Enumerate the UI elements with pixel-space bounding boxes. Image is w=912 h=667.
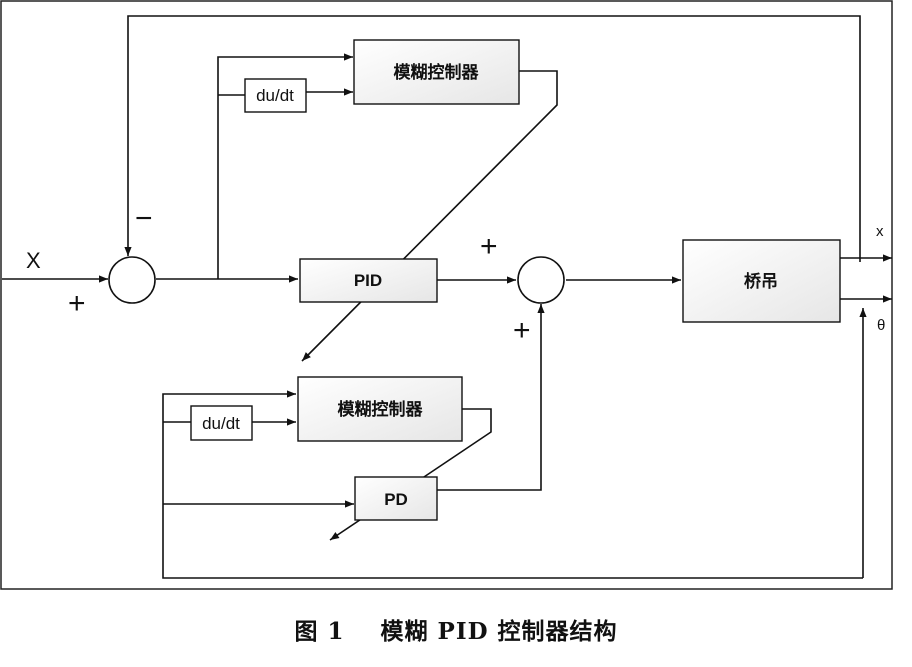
dudt-bottom-box — [190, 405, 253, 441]
crane-label: 桥吊 — [744, 272, 778, 291]
fuzzy-controller-bottom-label: 模糊控制器 — [338, 399, 424, 419]
figure-caption: 图 1 模糊 PID 控制器结构 — [0, 612, 912, 646]
pid-label: PID — [354, 271, 382, 290]
pd-label: PD — [384, 490, 408, 509]
fuzzy-controller-top-box — [353, 39, 520, 105]
fuzzy-controller-top-label: 模糊控制器 — [394, 62, 480, 82]
sum2-top-plus-sign: + — [480, 230, 498, 263]
sum-junction-1 — [108, 256, 156, 304]
fuzzy-top-tuning-arrow — [301, 70, 558, 362]
fuzzy-controller-bottom-box — [297, 376, 463, 442]
pd-box — [354, 476, 438, 521]
feedback-x-line — [124, 15, 861, 262]
figure-number: 图 1 — [294, 618, 345, 645]
output-theta-label: θ — [877, 317, 885, 334]
crane-box — [682, 239, 841, 323]
sum1-minus-sign: − — [135, 202, 153, 235]
sum2-bottom-plus-sign: + — [513, 314, 531, 347]
input-x-label: X — [26, 248, 41, 273]
sum-junction-2 — [517, 256, 565, 304]
diagram-frame — [0, 0, 893, 590]
dudt-top-box — [244, 78, 307, 113]
figure-title: 模糊 PID 控制器结构 — [380, 618, 618, 645]
dudt-bottom-label: du/dt — [202, 414, 240, 433]
dudt-top-label: du/dt — [256, 86, 294, 105]
pid-box — [299, 258, 438, 303]
output-x-label: x — [876, 223, 884, 240]
pd-to-sum2-line — [437, 304, 545, 491]
sum1-plus-sign: + — [68, 287, 86, 320]
error-branch-line — [217, 53, 353, 279]
feedback-theta-line — [162, 390, 863, 579]
